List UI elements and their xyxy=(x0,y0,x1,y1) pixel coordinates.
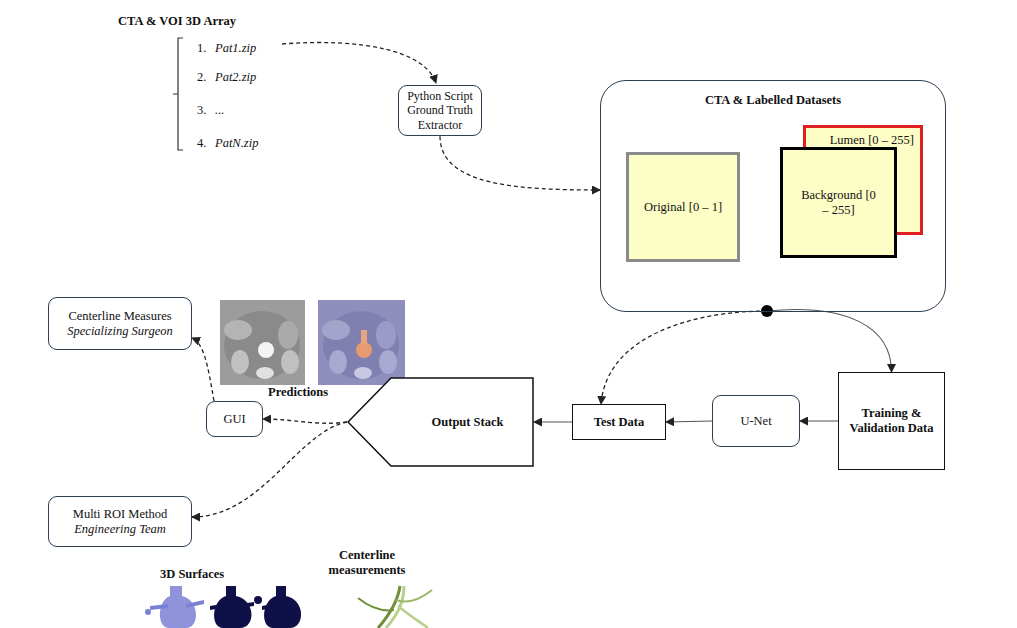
text-label: 3D Surfaces xyxy=(160,567,224,582)
connector xyxy=(666,421,712,422)
node-text: U-Net xyxy=(740,414,771,429)
node-text: Engineering Team xyxy=(74,522,166,537)
list-bracket xyxy=(173,38,183,150)
text-label: Pat2.zip xyxy=(215,70,256,85)
role-box: Centerline MeasuresSpecializing Surgeon xyxy=(48,297,192,350)
text-label: 2. xyxy=(197,70,206,85)
process-box: Python Script Ground Truth Extractor xyxy=(398,85,482,136)
split-dot xyxy=(761,305,773,317)
ct-scan-image xyxy=(220,300,305,385)
centerline-image xyxy=(358,586,432,628)
node-text: Output Stack xyxy=(432,415,504,430)
dataset-group: CTA & Labelled DatasetsOriginal [0 – 1] L… xyxy=(600,80,946,312)
label-layer: Background [0 – 255] xyxy=(780,147,897,258)
connector xyxy=(534,421,572,422)
node-text: Multi ROI Method xyxy=(73,507,167,522)
text-label: 4. xyxy=(197,136,206,151)
text-label: 3. xyxy=(197,103,206,118)
data-box: Test Data xyxy=(572,404,666,440)
connector xyxy=(263,419,347,423)
node-text: Lumen [0 – 255] xyxy=(830,133,914,148)
dashed-arrow xyxy=(282,43,436,83)
model-box: U-Net xyxy=(712,395,800,447)
connector xyxy=(800,420,838,421)
text-label: CTA & VOI 3D Array xyxy=(118,14,236,29)
text-label: Predictions xyxy=(268,385,328,400)
connector xyxy=(601,311,767,404)
connector xyxy=(192,338,214,401)
gui-box: GUI xyxy=(206,401,263,437)
node-text: GUI xyxy=(223,412,245,427)
text-label: Centerline measurements xyxy=(322,548,412,578)
3d-surface-render xyxy=(145,586,301,628)
image-layer: Original [0 – 1] xyxy=(626,152,740,262)
ct-prediction-image xyxy=(318,300,405,385)
text-label: ... xyxy=(215,103,224,118)
node-text: CTA & Labelled Datasets xyxy=(705,93,841,108)
node-text: Python Script Ground Truth Extractor xyxy=(403,89,477,132)
output-pentagon: Output Stack xyxy=(347,377,534,467)
node-text: Training & Validation Data xyxy=(845,406,938,436)
text-label: Pat1.zip xyxy=(215,41,256,56)
text-label: 1. xyxy=(197,41,206,56)
connector xyxy=(440,136,600,190)
node-text: Background [0 – 255] xyxy=(799,188,878,218)
node-text: Centerline Measures xyxy=(68,309,171,324)
data-box: Training & Validation Data xyxy=(838,372,945,470)
node-text: Test Data xyxy=(594,415,645,430)
text-label: PatN.zip xyxy=(215,136,258,151)
node-text: Specializing Surgeon xyxy=(67,324,172,339)
node-text: Original [0 – 1] xyxy=(644,200,722,215)
connector xyxy=(767,309,892,372)
role-box: Multi ROI MethodEngineering Team xyxy=(48,496,192,547)
